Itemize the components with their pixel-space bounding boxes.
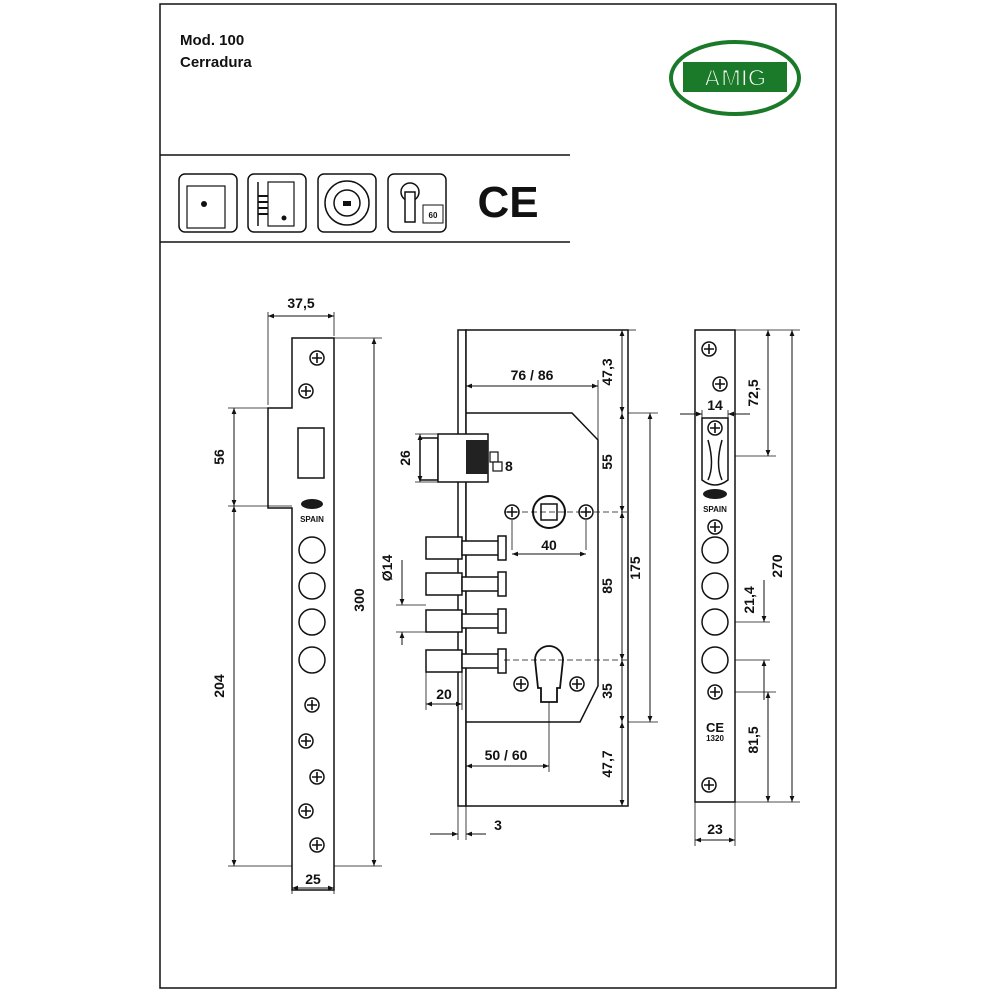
bolt-hole-2	[298, 572, 326, 600]
screw-5	[309, 769, 325, 785]
front-plate-view: SPAIN CE 1320 72,5 14 21,4	[680, 329, 800, 846]
deadbolt-2	[425, 571, 507, 597]
screw-6	[298, 803, 314, 819]
spindle-hub	[504, 495, 630, 529]
square-follower	[492, 461, 503, 472]
dim-bottom-offset: 47,7	[599, 750, 615, 777]
dim-backset-top: 76 / 86	[511, 367, 554, 383]
dim-top-offset: 47,3	[599, 358, 615, 385]
dim-latch-width: 14	[707, 397, 723, 413]
deadbolts	[425, 535, 507, 674]
fp-bolt-hole-3	[701, 608, 729, 636]
latch-window	[701, 417, 729, 486]
bolt-hole-3	[298, 608, 326, 636]
fp-bolt-hole-1	[701, 536, 729, 564]
front-plate-edge	[457, 329, 467, 807]
dim-fp-total: 270	[769, 554, 785, 578]
screw-1	[309, 350, 325, 366]
spain-badge: SPAIN	[300, 515, 324, 524]
dim-strike-height: 56	[211, 449, 227, 465]
amig-logo: AMIG	[669, 40, 801, 116]
cylinder-icon: 60	[387, 173, 447, 233]
product-subtitle: Cerradura	[180, 54, 252, 71]
case-inner-outline	[466, 412, 599, 723]
fp-screw-3	[707, 519, 723, 535]
model-title: Mod. 100	[180, 32, 245, 49]
cylinder-screw-right	[569, 676, 585, 692]
fp-code: 1320	[706, 734, 724, 743]
dim-follower-height: 55	[599, 454, 615, 470]
dim-spindle-spacing: 40	[541, 537, 557, 553]
deadbolt-1	[425, 535, 507, 561]
screw-3	[304, 697, 320, 713]
dim-faceplate-width-top: 37,5	[287, 295, 314, 311]
dim-lower-length: 204	[211, 674, 227, 698]
dim-total-length: 300	[351, 588, 367, 612]
lock-body-view: 8 76 / 86	[379, 329, 658, 840]
bolt-hole-4	[298, 646, 326, 674]
deadbolt-4	[425, 648, 507, 674]
sheet-frame	[159, 3, 837, 989]
lock-case	[465, 329, 629, 807]
brand-badge	[301, 499, 323, 509]
faceplate-view: SPAIN 37,5 56 204 300	[211, 295, 382, 894]
front-plate-outline	[694, 329, 736, 803]
cylinder-screw-left	[513, 676, 529, 692]
dim-bolt-diameter: Ø14	[379, 555, 395, 582]
dim-fp-top: 72,5	[745, 379, 761, 406]
dim-latch-height: 26	[397, 450, 413, 466]
dim-faceplate-width-bottom: 25	[305, 871, 321, 887]
bolt-hole-1	[298, 536, 326, 564]
screw-2	[298, 383, 314, 399]
door-lock-icon	[178, 173, 238, 233]
dim-square-size: 8	[505, 458, 513, 474]
fp-screw-4	[707, 684, 723, 700]
dim-bolt-spacing: 21,4	[741, 586, 757, 613]
fp-bolt-hole-4	[701, 646, 729, 674]
fp-screw-5	[701, 777, 717, 793]
lock-section-icon	[247, 173, 307, 233]
dim-fp-bottom: 81,5	[745, 726, 761, 753]
screw-4	[298, 733, 314, 749]
cylinder-size-label: 60	[429, 211, 438, 220]
escutcheon-icon	[317, 173, 377, 233]
fp-screw-1	[701, 341, 717, 357]
screw-7	[309, 837, 325, 853]
dim-cylinder-offset: 35	[599, 683, 615, 699]
latch-bolt: 8	[419, 433, 513, 483]
fp-brand-badge	[703, 489, 727, 499]
dim-bolt-throw: 20	[436, 686, 452, 702]
fp-screw-2	[712, 376, 728, 392]
dim-centers: 85	[599, 578, 615, 594]
fp-spain-badge: SPAIN	[703, 505, 727, 514]
dim-fp-width: 23	[707, 821, 723, 837]
ce-mark: CE	[477, 178, 538, 227]
logo-text: AMIG	[704, 65, 767, 92]
fp-ce-mark: CE	[706, 720, 724, 735]
fp-bolt-hole-2	[701, 572, 729, 600]
dim-body-height: 175	[627, 556, 643, 580]
deadbolt-3	[425, 608, 507, 634]
strike-opening	[297, 427, 325, 479]
dim-backset: 50 / 60	[485, 747, 528, 763]
dim-plate-thickness: 3	[494, 817, 502, 833]
